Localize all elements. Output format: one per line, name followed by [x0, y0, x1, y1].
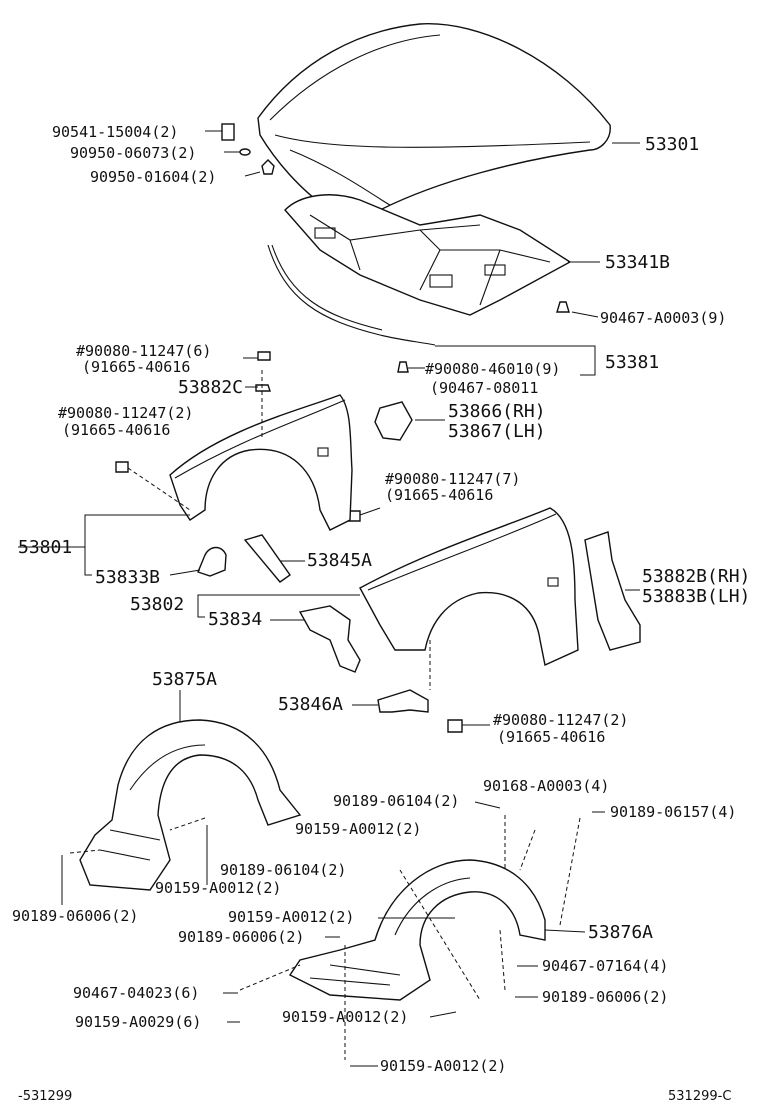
label-90189-06006-2b: 90189-06006(2)	[178, 928, 304, 946]
label-90189-06157: 90189-06157(4)	[610, 803, 736, 821]
label-90189-06104-2b: 90189-06104(2)	[220, 861, 346, 879]
bracket-53846a	[377, 689, 429, 713]
label-53301: 53301	[645, 134, 699, 155]
fender-lh	[169, 394, 353, 531]
label-53845a: 53845A	[307, 550, 372, 571]
label-53846a: 53846A	[278, 694, 343, 715]
bracket-53866	[374, 401, 413, 441]
hood-seal-strip	[267, 244, 436, 346]
callout-labels: 90541-15004(2) 90950-06073(2) 90950-0160…	[12, 123, 750, 1104]
label-53883b: 53883B(LH)	[642, 586, 750, 607]
assembly-dashes	[69, 370, 581, 1060]
label-91665-b: (91665-40616	[62, 421, 170, 439]
leader-lines	[18, 130, 640, 1067]
label-53867: 53867(LH)	[448, 421, 546, 442]
label-90080-11247-2b: #90080-11247(2)	[493, 711, 628, 729]
hood-panel	[257, 23, 611, 217]
label-90159-a0029: 90159-A0029(6)	[75, 1013, 201, 1031]
liner-lh	[79, 719, 302, 891]
label-53866: 53866(RH)	[448, 401, 546, 422]
label-90080-46010: #90080-46010(9)	[425, 360, 560, 378]
label-90080-11247-7: #90080-11247(7)	[385, 470, 520, 488]
label-90467-08011: (90467-08011	[430, 379, 538, 397]
label-53882b: 53882B(RH)	[642, 566, 750, 587]
bracket-53833b	[197, 546, 227, 577]
label-90467-04023: 90467-04023(6)	[73, 984, 199, 1002]
label-90950-06073: 90950-06073(2)	[70, 144, 196, 162]
seal-53882b	[584, 531, 641, 651]
label-90189-06006-2a: 90189-06006(2)	[12, 907, 138, 925]
bracket-53845a	[243, 534, 291, 583]
label-90541: 90541-15004(2)	[52, 123, 178, 141]
label-53341b: 53341B	[605, 252, 670, 273]
label-90159-a0012-2a: 90159-A0012(2)	[295, 820, 421, 838]
label-90467-07164: 90467-07164(4)	[542, 957, 668, 975]
bracket-53834	[298, 605, 361, 673]
label-53882c: 53882C	[178, 377, 243, 398]
label-53876a: 53876A	[588, 922, 653, 943]
label-91665-a: (91665-40616	[82, 358, 190, 376]
label-90159-a0012-2c: 90159-A0012(2)	[228, 908, 354, 926]
label-90080-11247-6: #90080-11247(6)	[76, 342, 211, 360]
label-90159-a0012-2e: 90159-A0012(2)	[380, 1057, 506, 1075]
hood-fasteners	[115, 123, 570, 733]
label-53875a: 53875A	[152, 669, 217, 690]
label-90189-06104-2a: 90189-06104(2)	[333, 792, 459, 810]
footer-left-code: -531299	[18, 1089, 72, 1104]
label-90080-11247-2a: #90080-11247(2)	[58, 404, 193, 422]
liner-rh	[288, 859, 546, 1001]
hood-inner-frame	[284, 194, 572, 316]
label-90467-a0003: 90467-A0003(9)	[600, 309, 726, 327]
fender-rh	[359, 507, 579, 667]
label-90189-06006-2c: 90189-06006(2)	[542, 988, 668, 1006]
label-91665-c: (91665-40616	[385, 486, 493, 504]
label-53801: 53801	[18, 537, 72, 558]
label-53834: 53834	[208, 609, 262, 630]
label-53833b: 53833B	[95, 567, 160, 588]
label-90168-a0003: 90168-A0003(4)	[483, 777, 609, 795]
label-90950-01604: 90950-01604(2)	[90, 168, 216, 186]
label-53381: 53381	[605, 352, 659, 373]
footer-right-code: 531299-C	[668, 1089, 731, 1104]
label-53802: 53802	[130, 594, 184, 615]
label-91665-d: (91665-40616	[497, 728, 605, 746]
label-90159-a0012-2b: 90159-A0012(2)	[155, 879, 281, 897]
label-90159-a0012-2d: 90159-A0012(2)	[282, 1008, 408, 1026]
